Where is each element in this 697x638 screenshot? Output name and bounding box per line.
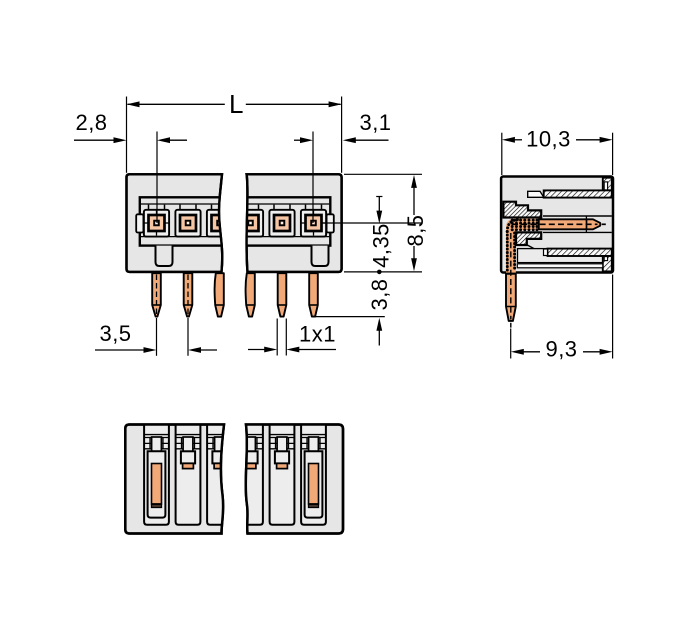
svg-text:9,3: 9,3 (545, 337, 577, 362)
svg-text:10,3: 10,3 (526, 127, 571, 152)
svg-text:L: L (229, 89, 244, 119)
svg-text:3,1: 3,1 (359, 110, 391, 135)
svg-text:3,8: 3,8 (367, 278, 392, 310)
svg-text:8,5: 8,5 (403, 214, 428, 246)
svg-text:4,35: 4,35 (369, 223, 394, 268)
svg-text:1x1: 1x1 (299, 322, 336, 347)
svg-text:2,8: 2,8 (75, 110, 107, 135)
svg-text:3,5: 3,5 (99, 321, 131, 346)
